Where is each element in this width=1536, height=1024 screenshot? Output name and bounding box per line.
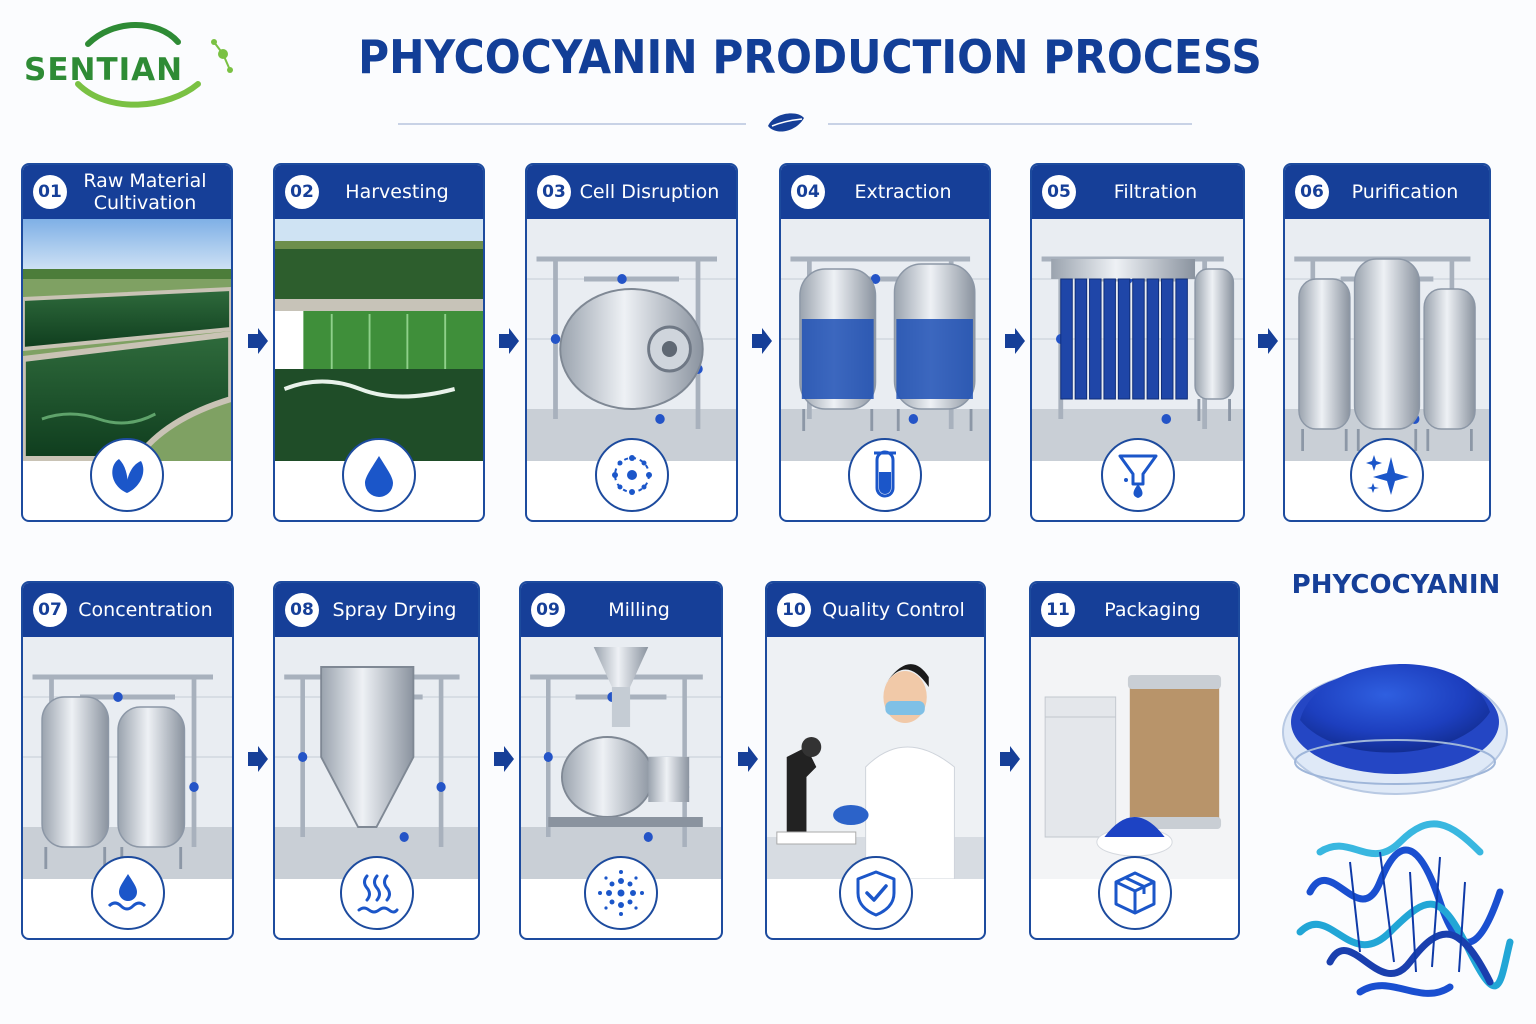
step-label: Concentration [78, 599, 213, 621]
test-tube-icon [848, 438, 922, 512]
title-divider-right [828, 123, 1192, 125]
step-photo [1032, 219, 1243, 461]
step-header: 05 Filtration [1032, 165, 1243, 219]
step-label: Quality Control [822, 599, 965, 621]
step-number-badge: 07 [33, 593, 67, 627]
step-number-badge: 04 [791, 175, 825, 209]
flow-arrow-icon [492, 744, 516, 774]
leaf-icon [90, 438, 164, 512]
step-card-09: 09 Milling [519, 581, 723, 940]
step-header: 01 Raw Material Cultivation [23, 165, 231, 219]
step-label: Milling [608, 599, 670, 621]
sparkle-icon [1350, 438, 1424, 512]
step-number-badge: 05 [1042, 175, 1076, 209]
title-divider-left [398, 123, 746, 125]
step-photo [767, 637, 984, 879]
step-label: Cell Disruption [579, 181, 720, 203]
step-header: 02 Harvesting [275, 165, 483, 219]
step-card-05: 05 Filtration [1030, 163, 1245, 522]
brand-name: SENTIAN [24, 52, 184, 88]
product-label: PHYCOCYANIN [1291, 570, 1501, 600]
step-card-10: 10 Quality Control [765, 581, 986, 940]
cell-ring-icon [594, 438, 669, 512]
step-number-badge: 09 [531, 593, 565, 627]
step-label: Filtration [1113, 181, 1198, 203]
step-header: 09 Milling [521, 583, 721, 637]
step-header: 03 Cell Disruption [527, 165, 736, 219]
step-number-badge: 10 [777, 593, 811, 627]
step-number-badge: 08 [285, 593, 319, 627]
step-header: 06 Purification [1285, 165, 1489, 219]
step-photo [521, 637, 721, 879]
flow-arrow-icon [246, 326, 270, 356]
step-card-07: 07 Concentration [21, 581, 234, 940]
step-card-06: 06 Purification [1283, 163, 1491, 522]
protein-structure-image [1296, 820, 1514, 997]
step-photo [23, 637, 232, 879]
step-number-badge: 06 [1295, 175, 1329, 209]
step-header: 10 Quality Control [767, 583, 984, 637]
water-drop-icon [342, 438, 416, 512]
flow-arrow-icon [1256, 326, 1280, 356]
step-card-03: 03 Cell Disruption [525, 163, 738, 522]
flow-arrow-icon [750, 326, 774, 356]
step-label: Raw Material Cultivation [83, 170, 207, 214]
step-label: Packaging [1104, 599, 1201, 621]
box-icon [1097, 856, 1172, 930]
step-label: Harvesting [345, 181, 449, 203]
step-card-08: 08 Spray Drying [273, 581, 480, 940]
phycocyanin-powder-dish [1282, 664, 1508, 795]
drop-wave-icon [90, 856, 165, 930]
step-number-badge: 01 [33, 175, 67, 209]
logo-swoosh-icon [75, 22, 233, 108]
step-header: 04 Extraction [781, 165, 989, 219]
step-label: Spray Drying [332, 599, 457, 621]
flow-arrow-icon [497, 326, 521, 356]
step-photo [781, 219, 989, 461]
step-number-badge: 11 [1041, 593, 1075, 627]
leaf-divider-icon [768, 113, 804, 132]
step-photo [1285, 219, 1489, 461]
step-card-01: 01 Raw Material Cultivation [21, 163, 233, 522]
step-number-badge: 02 [285, 175, 319, 209]
heat-waves-icon [339, 856, 414, 930]
step-header: 08 Spray Drying [275, 583, 478, 637]
flow-arrow-icon [246, 744, 270, 774]
step-photo [23, 219, 231, 461]
step-number-badge: 03 [537, 175, 571, 209]
step-label: Extraction [854, 181, 952, 203]
step-photo [527, 219, 736, 461]
shield-check-icon [838, 856, 913, 930]
step-card-11: 11 Packaging [1029, 581, 1240, 940]
page-title: PHYCOCYANIN PRODUCTION PROCESS [358, 30, 1262, 84]
step-header: 07 Concentration [23, 583, 232, 637]
step-header: 11 Packaging [1031, 583, 1238, 637]
flow-arrow-icon [998, 744, 1022, 774]
step-photo [1031, 637, 1238, 879]
flow-arrow-icon [1003, 326, 1027, 356]
step-card-02: 02 Harvesting [273, 163, 485, 522]
step-card-04: 04 Extraction [779, 163, 991, 522]
step-photo [275, 637, 478, 879]
step-label: Purification [1351, 181, 1459, 203]
funnel-icon [1100, 438, 1175, 512]
flow-arrow-icon [736, 744, 760, 774]
particles-icon [584, 856, 658, 930]
step-photo [275, 219, 483, 461]
sentian-logo: SENTIAN [18, 14, 238, 110]
